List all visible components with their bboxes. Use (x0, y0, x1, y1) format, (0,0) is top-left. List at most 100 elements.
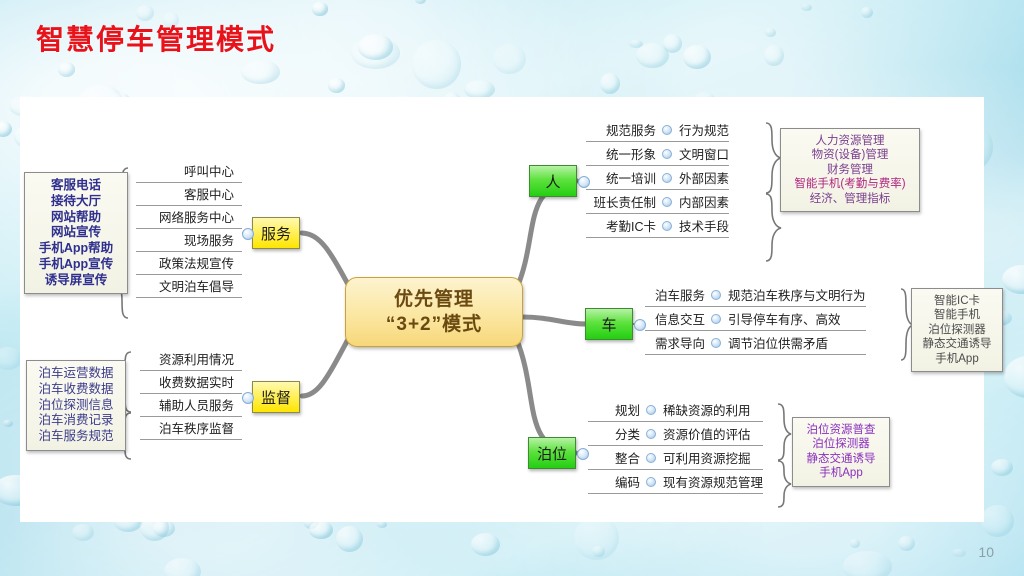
branch-label-person: 人 (545, 173, 561, 191)
detail-row-value: 可利用资源挖掘 (663, 452, 751, 466)
summary-line: 网站宣传 (50, 225, 101, 240)
row-group-vehicle: 泊车服务规范泊车秩序与文明行为信息交互引导停车有序、高效需求导向调节泊位供需矛盾 (645, 283, 866, 355)
detail-row[interactable]: 规范服务 行为规范 (586, 118, 730, 142)
branch-label-supervise: 监督 (260, 389, 291, 407)
list-item[interactable]: 收费数据实时 (140, 371, 242, 394)
summary-line: 财务管理 (827, 163, 873, 176)
summary-box-supervise: 泊车运营数据泊车收费数据泊位探测信息泊车消费记录泊车服务规范 (26, 360, 126, 451)
water-droplet (0, 120, 12, 138)
detail-row-key: 分类 (614, 428, 640, 442)
connector-dot-vehicle (634, 319, 646, 331)
water-droplet (898, 536, 915, 552)
water-droplet (592, 545, 605, 558)
branch-node-supervise[interactable]: 监督 (252, 381, 300, 413)
bullet-dot-icon (660, 196, 673, 207)
detail-row[interactable]: 统一培训外部因素 (586, 166, 730, 190)
summary-line: 智能手机 (934, 309, 980, 322)
list-item[interactable]: 呼叫中心 (136, 160, 242, 183)
list-item[interactable]: 辅助人员服务 (140, 394, 242, 417)
detail-row-value: 内部因素 (679, 196, 730, 210)
summary-line: 手机App (819, 467, 863, 480)
summary-line: 泊车服务规范 (38, 429, 114, 443)
list-item[interactable]: 政策法规宣传 (136, 252, 242, 275)
water-droplet (0, 346, 23, 371)
detail-row-value: 资源价值的评估 (663, 428, 751, 442)
water-droplet (71, 523, 94, 541)
water-droplet (663, 34, 683, 53)
core-line2: “3+2”模式 (385, 314, 483, 335)
detail-row-key: 泊车服务 (654, 289, 705, 303)
water-droplet (414, 0, 426, 5)
water-droplet (800, 4, 813, 12)
water-droplet (842, 551, 892, 576)
summary-box-person: 人力资源管理物资(设备)管理财务管理智能手机(考勤与费率)经济、管理指标 (780, 128, 920, 213)
bullet-dot-icon (660, 124, 673, 135)
detail-row[interactable]: 分类 资源价值的评估 (588, 422, 764, 446)
water-droplet (493, 43, 527, 75)
summary-line: 智能IC卡 (934, 295, 980, 307)
summary-line: 手机App (935, 352, 979, 365)
detail-row[interactable]: 泊车服务规范泊车秩序与文明行为 (645, 283, 866, 307)
list-item[interactable]: 泊车秩序监督 (140, 417, 242, 440)
detail-row[interactable]: 信息交互引导停车有序、高效 (645, 307, 866, 331)
connector-dot-parking-space (577, 448, 589, 460)
detail-row[interactable]: 需求导向调节泊位供需矛盾 (645, 331, 866, 355)
water-droplet (135, 5, 154, 22)
summary-box-service: 客服电话接待大厅网站帮助网站宣传手机App帮助手机App宣传诱导屏宣传 (24, 172, 128, 295)
bullet-dot-icon (660, 220, 673, 231)
branch-node-parking-space[interactable]: 泊位 (528, 437, 576, 469)
bullet-dot-icon (660, 172, 673, 183)
summary-line: 智能手机(考勤与费率) (794, 178, 906, 191)
water-droplet (471, 533, 500, 557)
detail-row[interactable]: 整合可利用资源挖掘 (588, 446, 764, 470)
water-droplet (981, 504, 1015, 537)
bullet-dot-icon (709, 313, 722, 324)
bullet-dot-icon (644, 452, 657, 463)
list-item[interactable]: 资源利用情况 (140, 348, 242, 371)
detail-row-value: 行为规范 (679, 124, 730, 138)
connector-dot-person (578, 176, 590, 188)
detail-row-key: 规划 (614, 404, 640, 418)
branch-node-vehicle[interactable]: 车 (585, 308, 633, 340)
detail-row-value: 技术手段 (679, 220, 730, 234)
detail-row-value: 调节泊位供需矛盾 (728, 337, 829, 351)
core-node[interactable]: 优先管理 “3+2”模式 (345, 277, 523, 347)
detail-row[interactable]: 班长责任制内部因素 (586, 190, 730, 214)
detail-row[interactable]: 考勤IC卡技术手段 (586, 214, 730, 238)
item-list-service: 呼叫中心客服中心网络服务中心现场服务政策法规宣传文明泊车倡导 (136, 160, 242, 298)
branch-node-service[interactable]: 服务 (252, 217, 300, 249)
summary-line: 泊车消费记录 (38, 413, 114, 428)
water-droplet (312, 2, 328, 16)
list-item[interactable]: 客服中心 (136, 183, 242, 206)
detail-row-value: 现有资源规范管理 (663, 476, 764, 490)
summary-line: 人力资源管理 (815, 135, 885, 147)
summary-line: 静态交通诱导 (806, 452, 876, 465)
water-droplet (376, 521, 387, 529)
detail-row[interactable]: 编码现有资源规范管理 (588, 470, 764, 494)
list-item[interactable]: 文明泊车倡导 (136, 275, 242, 298)
summary-line: 经济、管理指标 (809, 192, 891, 205)
water-droplet (351, 37, 401, 69)
water-droplet (58, 61, 76, 77)
summary-line: 泊车收费数据 (38, 381, 114, 396)
water-droplet (861, 6, 874, 19)
row-group-person: 规范服务 行为规范统一形象文明窗口统一培训外部因素班长责任制内部因素考勤IC卡技术… (586, 118, 730, 238)
bullet-dot-icon (644, 428, 657, 439)
branch-node-person[interactable]: 人 (529, 165, 577, 197)
item-list-supervise: 资源利用情况收费数据实时辅助人员服务泊车秩序监督 (140, 348, 242, 440)
summary-line: 泊位资源普查 (806, 424, 876, 436)
detail-row[interactable]: 规划稀缺资源的利用 (588, 398, 764, 422)
detail-row[interactable]: 统一形象文明窗口 (586, 142, 730, 166)
list-item[interactable]: 现场服务 (136, 229, 242, 252)
summary-line: 诱导屏宣传 (44, 272, 108, 287)
water-droplet (635, 42, 669, 69)
connector-dot-service (242, 228, 254, 240)
branch-label-service: 服务 (260, 225, 291, 243)
detail-row-key: 规范服务 (605, 124, 656, 138)
core-line1: 优先管理 (393, 288, 474, 310)
detail-row-value: 文明窗口 (679, 148, 730, 162)
water-droplet (1002, 265, 1024, 295)
water-droplet (463, 80, 495, 100)
list-item[interactable]: 网络服务中心 (136, 206, 242, 229)
water-droplet (411, 39, 462, 90)
